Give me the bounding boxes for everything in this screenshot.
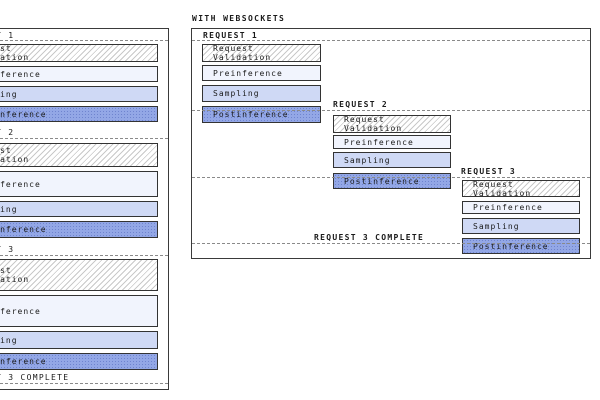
left-dashed-divider-complete (0, 383, 168, 384)
left-r3-preinference: Preinference (0, 295, 158, 327)
dashed-divider-1 (192, 40, 590, 41)
request-3-complete-label: REQUEST 3 COMPLETE (314, 233, 425, 242)
left-r2-postinference: Postinference (0, 221, 158, 238)
left-dashed-divider-3 (0, 255, 168, 256)
left-complete-label: T 3 COMPLETE (0, 373, 70, 382)
left-r1-sampling: Sampling (0, 86, 158, 102)
request-3-label: REQUEST 3 (461, 167, 517, 176)
left-request-1-label: T 1 (0, 31, 15, 40)
request-1-label: REQUEST 1 (203, 31, 259, 40)
r3-preinference: Preinference (462, 201, 580, 214)
websockets-title: WITH WEBSOCKETS (192, 14, 286, 23)
dashed-divider-2 (192, 110, 590, 111)
r3-postinference: Postinference (462, 238, 580, 254)
r1-postinference: Postinference (202, 106, 321, 123)
r2-preinference: Preinference (333, 135, 451, 149)
request-2-label: REQUEST 2 (333, 100, 389, 109)
left-r3-sampling: Sampling (0, 331, 158, 349)
left-r3-postinference: Postinference (0, 353, 158, 370)
left-dashed-divider-1 (0, 40, 168, 41)
r1-sampling: Sampling (202, 85, 321, 102)
left-r1-postinference: Postinference (0, 106, 158, 122)
left-request-2-label: T 2 (0, 128, 15, 137)
r3-sampling: Sampling (462, 218, 580, 234)
dashed-divider-3 (192, 177, 590, 178)
r2-sampling: Sampling (333, 152, 451, 168)
left-r2-sampling: Sampling (0, 201, 158, 217)
left-dashed-divider-2 (0, 138, 168, 139)
r2-postinference: Postinference (333, 173, 451, 189)
dashed-divider-complete (192, 243, 590, 244)
left-r1-preinference: Preinference (0, 66, 158, 82)
left-request-3-label: T 3 (0, 245, 15, 254)
r1-preinference: Preinference (202, 65, 321, 81)
left-r2-preinference: Preinference (0, 171, 158, 197)
